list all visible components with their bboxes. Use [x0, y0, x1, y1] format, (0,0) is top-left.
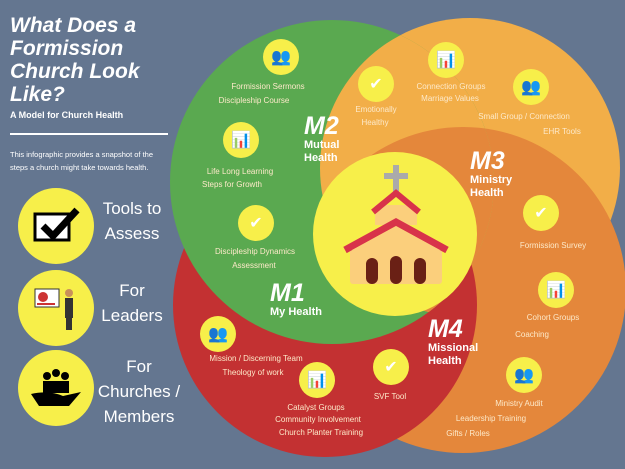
- people-hand-icon: [18, 350, 94, 426]
- checkbox-icon: [18, 188, 94, 264]
- item: EHR Tools: [543, 127, 581, 136]
- legend-members: For Churches / Members: [18, 350, 180, 430]
- item: Leadership Training: [455, 414, 527, 423]
- item: Steps for Growth: [201, 180, 263, 189]
- description: This infographic provides a snapshot of …: [10, 150, 154, 172]
- presenter-icon: 📊: [538, 272, 574, 308]
- subtitle: A Model for Church Health: [10, 110, 124, 120]
- item: SVF Tool: [373, 392, 407, 401]
- presenter-icon: 📊: [223, 122, 259, 158]
- item: Church Planter Training: [278, 428, 364, 437]
- item: Cohort Groups: [526, 313, 580, 322]
- presenter-icon: [18, 270, 94, 346]
- checkbox-icon: ✔: [238, 205, 274, 241]
- church-icon: [343, 165, 449, 284]
- item: Ministry Audit: [495, 399, 543, 408]
- legend-label: For Leaders: [101, 281, 163, 325]
- item: Discipleship Course: [218, 96, 290, 105]
- item: Catalyst Groups: [287, 403, 345, 412]
- checkbox-icon: ✔: [373, 349, 409, 385]
- item: Life Long Learning: [206, 167, 274, 176]
- item: Marriage Values: [421, 94, 479, 103]
- item: Formission Sermons: [231, 82, 305, 91]
- item: Connection Groups: [416, 82, 486, 91]
- item: Gifts / Roles: [446, 429, 490, 438]
- item: Small Group / Connection: [478, 112, 570, 121]
- item: Coaching: [515, 330, 549, 339]
- title: What Does a Formission Church Look Like?: [10, 14, 140, 106]
- item: Discipleship Dynamics: [214, 247, 296, 256]
- item: Theology of work: [222, 368, 284, 377]
- people-hand-icon: 👥: [200, 316, 236, 352]
- item: Emotionally: [355, 105, 397, 114]
- item: Mission / Discerning Team: [209, 354, 303, 363]
- legend-label: Tools to Assess: [102, 199, 162, 243]
- legend-leaders: For Leaders: [18, 270, 168, 350]
- presenter-icon: 📊: [428, 42, 464, 78]
- item: Formission Survey: [519, 241, 587, 250]
- people-hand-icon: 👥: [513, 69, 549, 105]
- people-hand-icon: 👥: [263, 39, 299, 75]
- presenter-icon: 📊: [299, 362, 335, 398]
- legend-tools: Tools to Assess: [18, 188, 168, 268]
- divider: [10, 133, 168, 135]
- checkbox-icon: ✔: [523, 195, 559, 231]
- item: Assessment: [232, 261, 276, 270]
- people-hand-icon: 👥: [506, 357, 542, 393]
- item: Community Involvement: [275, 415, 361, 424]
- legend-label: For Churches / Members: [97, 357, 181, 426]
- item: Healthy: [361, 118, 389, 127]
- checkbox-icon: ✔: [358, 66, 394, 102]
